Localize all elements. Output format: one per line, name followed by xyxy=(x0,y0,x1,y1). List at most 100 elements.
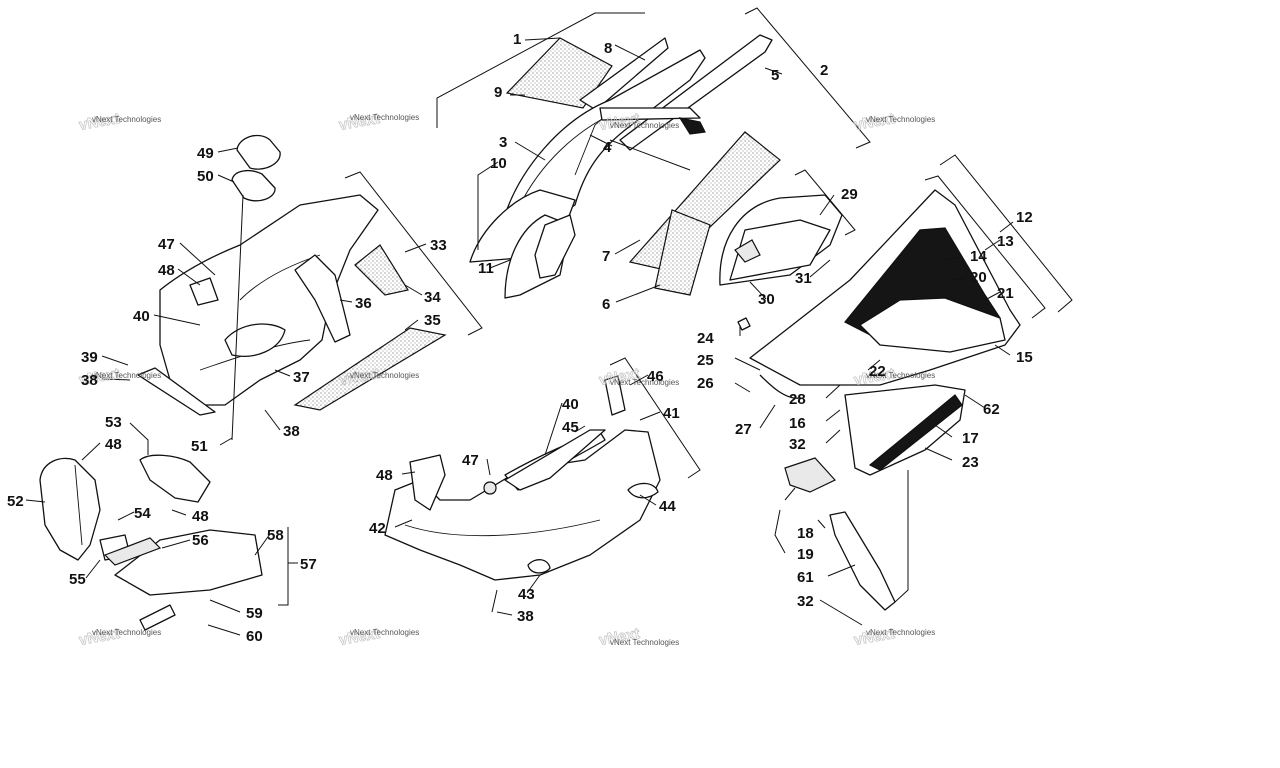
knob-part-30 xyxy=(734,239,761,263)
callout-58: 58 xyxy=(267,527,284,544)
bracket-part-32 xyxy=(784,457,836,493)
lower-panel-part-23 xyxy=(844,384,966,476)
watermark-7: vNext Technologies xyxy=(610,378,679,387)
callout-52: 52 xyxy=(7,493,24,510)
callout-47b: 47 xyxy=(462,452,479,469)
pad-part-9 xyxy=(505,37,613,109)
plate-part-56 xyxy=(114,529,263,596)
callout-49: 49 xyxy=(197,145,214,162)
nosepan-body xyxy=(159,194,379,406)
plate-part-45 xyxy=(504,429,606,491)
side-panel-inner xyxy=(859,297,1006,353)
accessory-parts-group xyxy=(25,422,298,636)
callout-51: 51 xyxy=(191,438,208,455)
flap-part-39 xyxy=(137,367,216,416)
watermark-4: vNext Technologies xyxy=(866,115,935,124)
watermark-9: vNext Technologies xyxy=(92,628,161,637)
callout-13: 13 xyxy=(997,233,1014,250)
brace-part-36 xyxy=(294,254,351,343)
callout-37: 37 xyxy=(293,369,310,386)
cover-part-53 xyxy=(139,454,211,503)
nosepan-assembly-group xyxy=(101,134,483,446)
callout-34: 34 xyxy=(424,289,441,306)
bellypan-assembly-group xyxy=(384,357,701,616)
callout-33: 33 xyxy=(430,237,447,254)
hinge-part-4 xyxy=(599,107,701,121)
callout-42: 42 xyxy=(369,520,386,537)
callout-21: 21 xyxy=(997,285,1014,302)
guard-part-61 xyxy=(829,511,896,611)
callout-28: 28 xyxy=(789,391,806,408)
pad-part-35 xyxy=(293,327,447,411)
side-panel-assembly-group xyxy=(719,154,1073,626)
callout-61: 61 xyxy=(797,569,814,586)
callout-1: 1 xyxy=(513,31,521,48)
callout-4: 4 xyxy=(603,139,612,156)
callout-60: 60 xyxy=(246,628,263,645)
callout-12: 12 xyxy=(1016,209,1033,226)
bracket-part-48 xyxy=(409,454,446,511)
seal-part-50 xyxy=(231,169,276,202)
callout-17: 17 xyxy=(962,430,979,447)
watermark-11: vNext Technologies xyxy=(610,638,679,647)
callout-27: 27 xyxy=(735,421,752,438)
bracket-part-54 xyxy=(103,537,162,566)
callout-29: 29 xyxy=(841,186,858,203)
callout-6: 6 xyxy=(602,296,610,313)
clip-part-24 xyxy=(737,317,751,331)
seal-part-49 xyxy=(236,134,281,170)
callout-48c: 48 xyxy=(192,508,209,525)
cable-part-25 xyxy=(759,374,801,399)
side-panel-part-5 xyxy=(619,34,773,151)
watermark-8: vNext Technologies xyxy=(866,371,935,380)
watermark-12: vNext Technologies xyxy=(866,628,935,637)
vent-part-43 xyxy=(527,559,551,574)
callout-40: 40 xyxy=(133,308,150,325)
callout-31: 31 xyxy=(795,270,812,287)
callout-30: 30 xyxy=(758,291,775,308)
watermark-1: vNext Technologies xyxy=(92,115,161,124)
callout-55: 55 xyxy=(69,571,86,588)
callout-11: 11 xyxy=(478,260,494,277)
lower-panel-stripe xyxy=(868,394,963,471)
panel-part-52 xyxy=(39,457,101,561)
callout-24: 24 xyxy=(697,330,714,347)
callout-48d: 48 xyxy=(376,467,393,484)
callout-numbers: 1 2 3 4 5 6 7 8 9 10 11 12 13 14 15 16 1… xyxy=(7,31,1033,645)
callout-39: 39 xyxy=(81,349,98,366)
clip-part-46 xyxy=(604,375,626,416)
latch-part-4 xyxy=(678,117,706,135)
vent-part-44 xyxy=(627,482,659,499)
callout-14: 14 xyxy=(970,248,987,265)
callout-38b: 38 xyxy=(283,423,300,440)
pad-part-6 xyxy=(654,209,711,296)
watermark-5: vNext Technologies xyxy=(92,371,161,380)
trim-part-8 xyxy=(579,37,669,111)
callout-36: 36 xyxy=(355,295,372,312)
grommet-part-47 xyxy=(483,481,497,495)
callout-62: 62 xyxy=(983,401,1000,418)
callout-44: 44 xyxy=(659,498,676,515)
callout-38c: 38 xyxy=(517,608,534,625)
callout-8: 8 xyxy=(604,40,612,57)
callout-35: 35 xyxy=(424,312,441,329)
watermark-6: vNext Technologies xyxy=(350,371,419,380)
callout-7: 7 xyxy=(602,248,610,265)
callout-57: 57 xyxy=(300,556,317,573)
callout-48b: 48 xyxy=(105,436,122,453)
callout-15: 15 xyxy=(1016,349,1033,366)
callout-41: 41 xyxy=(663,405,680,422)
callout-38: 38 xyxy=(81,372,98,389)
watermark-3: vNext Technologies xyxy=(610,121,679,130)
callout-9: 9 xyxy=(494,84,502,101)
callout-2: 2 xyxy=(820,62,828,79)
hood-assembly-group xyxy=(436,7,871,303)
callout-40b: 40 xyxy=(562,396,579,413)
callout-16: 16 xyxy=(789,415,806,432)
callout-3: 3 xyxy=(499,134,507,151)
callout-20: 20 xyxy=(970,269,987,286)
stand-part-56b xyxy=(139,604,176,631)
callout-45: 45 xyxy=(562,419,579,436)
callout-32b: 32 xyxy=(797,593,814,610)
